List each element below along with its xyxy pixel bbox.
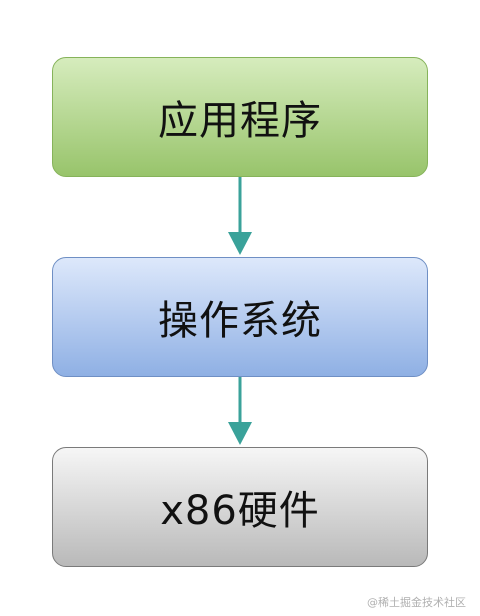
arrow-app-to-os [228,177,252,255]
arrow-os-to-hw [228,377,252,445]
node-x86-hardware-label: x86硬件 [160,488,320,534]
node-x86-hardware: x86硬件 [52,447,428,567]
node-application-label: 应用程序 [158,98,322,144]
watermark-text: @稀土掘金技术社区 [367,596,466,609]
node-application: 应用程序 [52,57,428,177]
node-operating-system: 操作系统 [52,257,428,377]
node-operating-system-label: 操作系统 [158,298,322,344]
